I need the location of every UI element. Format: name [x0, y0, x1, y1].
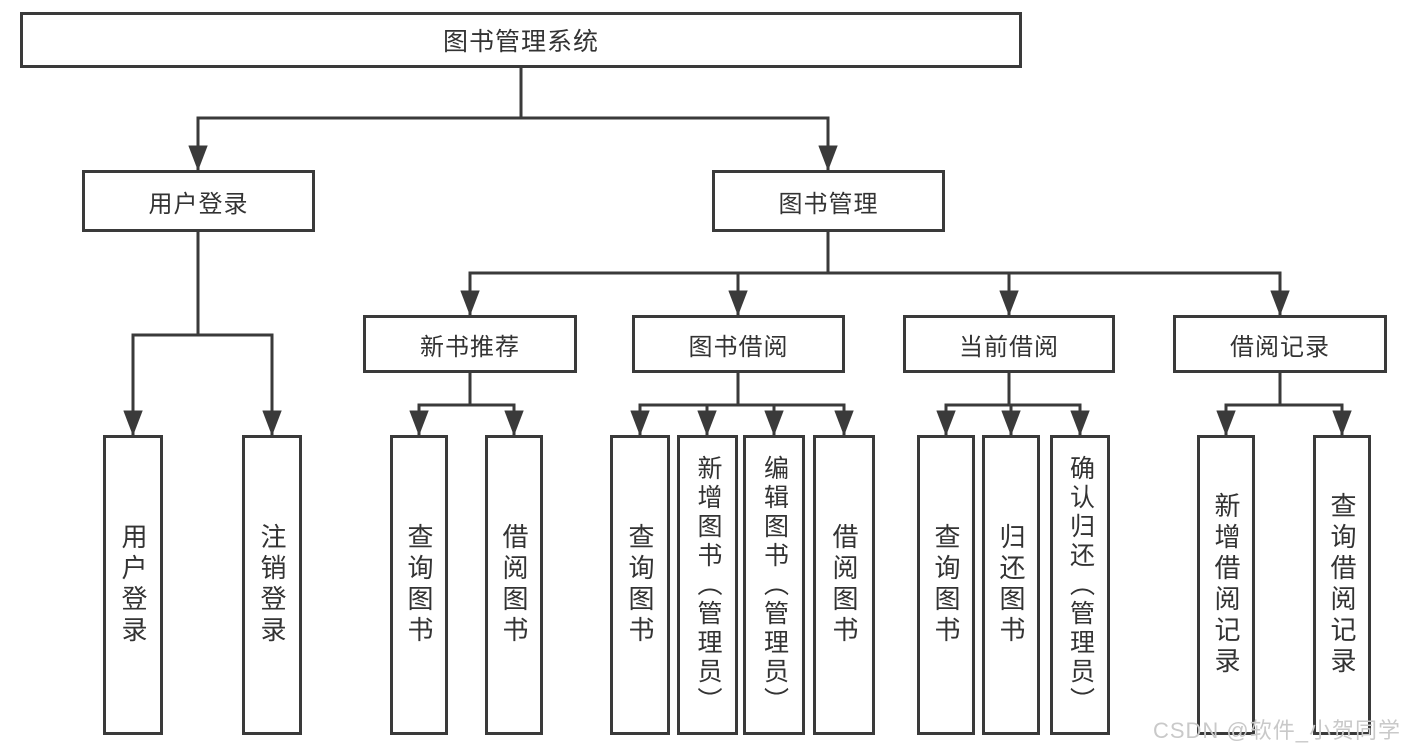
leaf-query-books-recommend: 查询图书 — [390, 435, 448, 735]
leaf-borrow-books: 借阅图书 — [813, 435, 875, 735]
node-new-book-recommendation: 新书推荐 — [363, 315, 577, 373]
node-label: 图书管理系统 — [442, 28, 599, 56]
leaf-add-books-admin: 新增图书（管理员） — [677, 435, 738, 735]
node-label: 新书推荐 — [420, 333, 520, 361]
leaf-query-books-borrow: 查询图书 — [610, 435, 670, 735]
leaf-query-borrow-record: 查询借阅记录 — [1313, 435, 1371, 735]
node-label: 当前借阅 — [959, 333, 1059, 361]
node-label: 新增图书（管理员） — [694, 454, 722, 716]
node-label: 查询图书 — [625, 523, 655, 647]
node-current-borrowing: 当前借阅 — [903, 315, 1115, 373]
node-label: 借阅图书 — [829, 523, 859, 647]
leaf-user-login: 用户登录 — [103, 435, 163, 735]
node-book-borrowing: 图书借阅 — [632, 315, 845, 373]
node-label: 注销登录 — [257, 523, 287, 647]
node-label: 查询图书 — [931, 523, 961, 647]
node-label: 归还图书 — [996, 523, 1026, 647]
node-label: 图书借阅 — [688, 333, 789, 361]
node-book-management: 图书管理 — [712, 170, 945, 232]
leaf-query-books-current: 查询图书 — [917, 435, 975, 735]
node-library-management-system: 图书管理系统 — [20, 12, 1022, 68]
node-label: 查询图书 — [404, 523, 434, 647]
node-label: 查询借阅记录 — [1327, 492, 1357, 678]
leaf-logout: 注销登录 — [242, 435, 302, 735]
node-label: 新增借阅记录 — [1211, 492, 1241, 678]
node-label: 借阅图书 — [499, 523, 529, 647]
node-label: 借阅记录 — [1230, 333, 1330, 361]
leaf-return-books: 归还图书 — [982, 435, 1040, 735]
csdn-watermark: CSDN @软件_小贺同学 — [1152, 718, 1401, 743]
node-user-login: 用户登录 — [82, 170, 315, 232]
leaf-borrow-books-recommend: 借阅图书 — [485, 435, 543, 735]
leaf-add-borrow-record: 新增借阅记录 — [1197, 435, 1255, 735]
node-label: 用户登录 — [148, 190, 249, 218]
leaf-confirm-return-admin: 确认归还（管理员） — [1050, 435, 1110, 735]
node-label: 用户登录 — [118, 523, 148, 647]
node-label: 确认归还（管理员） — [1066, 454, 1095, 716]
leaf-edit-books-admin: 编辑图书（管理员） — [743, 435, 805, 735]
node-label: 编辑图书（管理员） — [760, 454, 789, 716]
node-label: 图书管理 — [778, 190, 879, 218]
node-borrowing-records: 借阅记录 — [1173, 315, 1387, 373]
